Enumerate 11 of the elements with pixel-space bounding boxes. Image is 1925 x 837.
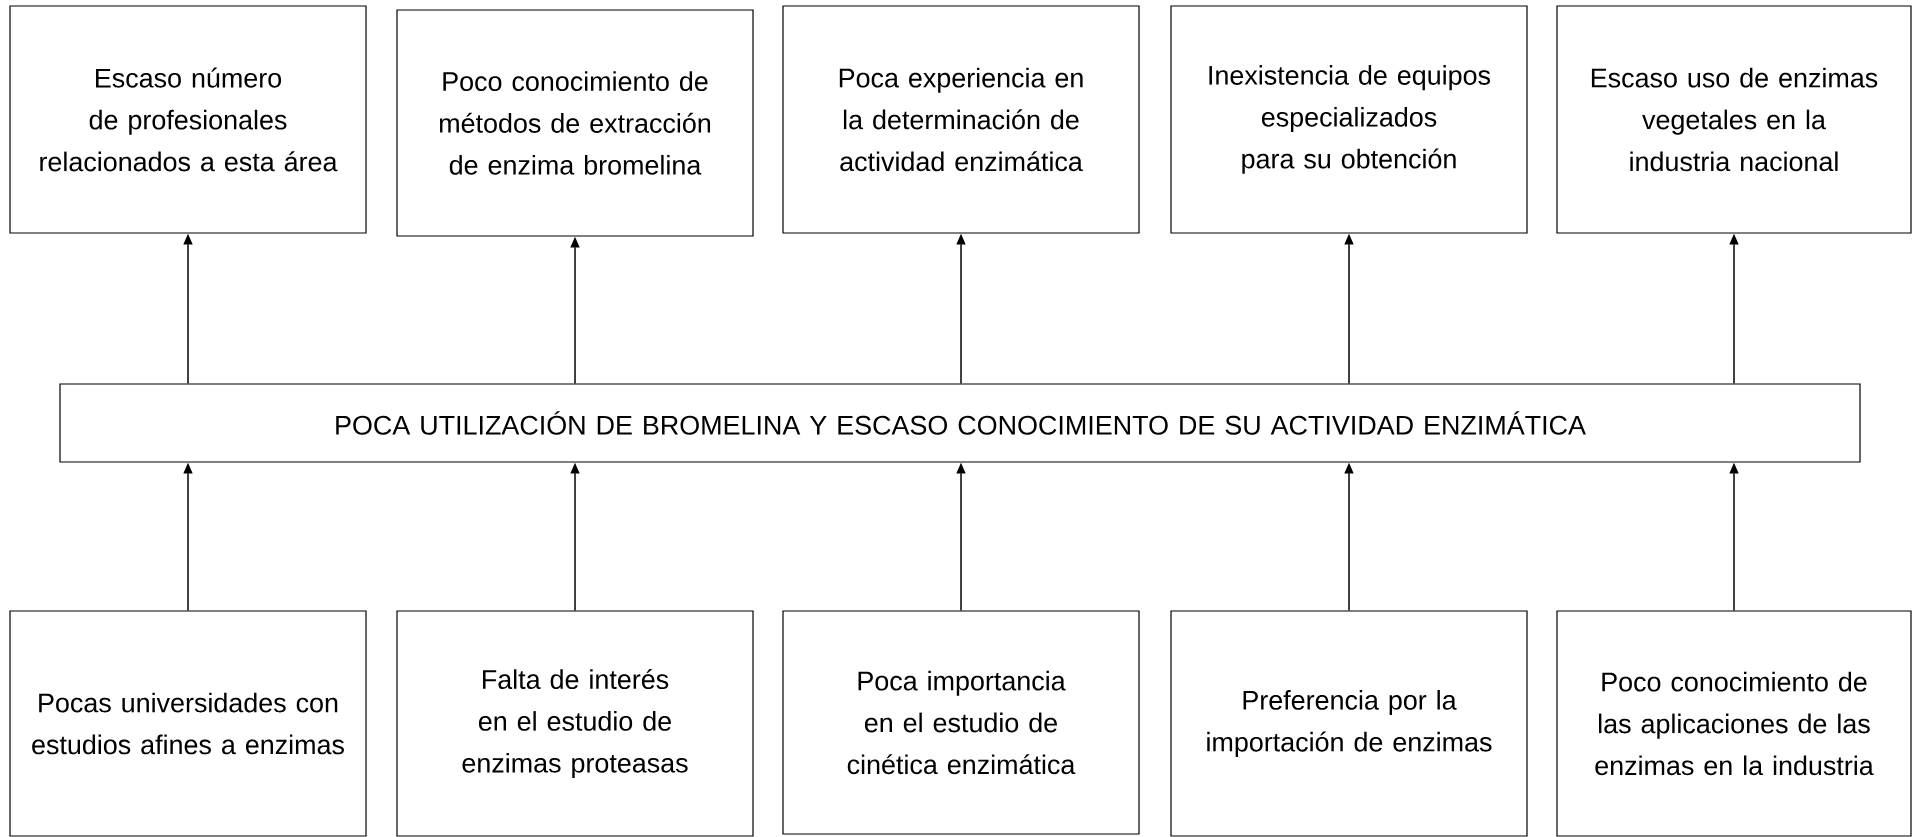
effect-box: Poca experiencia en la determinación de actividad enzimática [782, 5, 1140, 234]
cause-box: Poca importancia en el estudio de cinética enzimática [782, 610, 1140, 835]
effect-box: Poco conocimiento de métodos de extracción de enzima bromelina [396, 9, 754, 237]
cause-box: Pocas universidades con estudios afines a enzimas [9, 610, 367, 837]
effect-box: Escaso uso de enzimas vegetales en la industria nacional [1556, 5, 1912, 234]
effect-box: Escaso número de profesionales relacionados a esta área [9, 5, 367, 234]
cause-box: Preferencia por la importación de enzimas [1170, 610, 1528, 837]
cause-box: Poco conocimiento de las aplicaciones de las enzimas en la industria [1556, 610, 1912, 837]
cause-box: Falta de interés en el estudio de enzimas proteasas [396, 610, 754, 837]
problem-box: POCA UTILIZACIÓN DE BROMELINA Y ESCASO CONOCIMIENTO DE SU ACTIVIDAD ENZIMÁTICA [59, 383, 1861, 463]
effect-box: Inexistencia de equipos especializados para su obtención [1170, 5, 1528, 234]
